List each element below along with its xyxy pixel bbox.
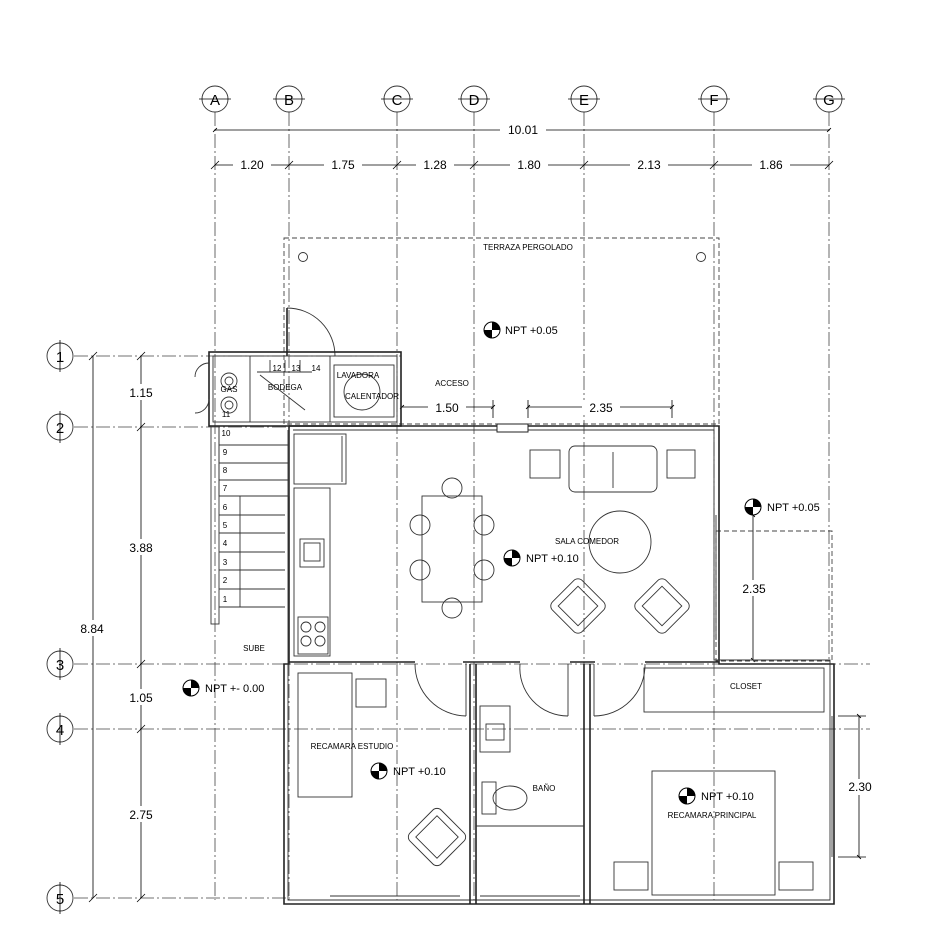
recamara-estudio: RECAMARA ESTUDIO	[297, 672, 467, 867]
svg-text:1: 1	[223, 595, 228, 604]
grid-bubble-4: 4	[46, 713, 74, 745]
dim-col-cd: 1.28	[423, 158, 447, 172]
svg-text:8: 8	[223, 466, 228, 475]
svg-text:C: C	[392, 92, 403, 109]
svg-text:NPT +0.10: NPT +0.10	[526, 553, 579, 565]
svg-text:9: 9	[223, 448, 228, 457]
dim-side-patio: 2.35	[742, 582, 766, 596]
grid-bubble-f: F	[698, 85, 730, 113]
room-label-principal: RECAMARA PRINCIPAL	[668, 811, 757, 820]
level-marker-sala: NPT +0.10	[503, 549, 579, 567]
room-label-bano: BAÑO	[533, 784, 556, 793]
room-label-terraza: TERRAZA PERGOLADO	[483, 243, 573, 252]
svg-text:3: 3	[223, 558, 228, 567]
dim-total-width: 10.01	[508, 123, 538, 137]
svg-text:2: 2	[56, 420, 64, 437]
room-label-sala: SALA COMEDOR	[555, 537, 619, 546]
svg-text:13: 13	[292, 364, 301, 373]
grid-bubble-2: 2	[46, 411, 74, 443]
dim-total-depth: 8.84	[80, 622, 104, 636]
room-label-gas: GAS	[221, 385, 238, 394]
dim-col-ef: 2.13	[637, 158, 661, 172]
dim-col-fg: 1.86	[759, 158, 783, 172]
grid-bubble-5: 5	[46, 882, 74, 914]
dim-row-34: 1.05	[129, 691, 153, 705]
staircase: 1 2 3 4 5 6 7 8 9 10 SUBE	[210, 425, 290, 653]
svg-text:4: 4	[56, 722, 64, 739]
room-label-calentador: CALENTADOR	[345, 392, 399, 401]
level-marker-estudio: NPT +0.10	[370, 762, 446, 780]
grid-bubble-c: C	[381, 85, 413, 113]
terraza-pergolado: TERRAZA PERGOLADO ACCESO	[283, 237, 720, 425]
dim-row-12: 1.15	[129, 386, 153, 400]
room-label-lavadora: LAVADORA	[337, 371, 380, 380]
svg-text:7: 7	[223, 484, 228, 493]
dimensions-left: 8.84 1.15 3.88 1.05 2.75	[76, 351, 160, 903]
room-label-estudio: RECAMARA ESTUDIO	[311, 742, 394, 751]
svg-text:10: 10	[222, 429, 231, 438]
svg-text:D: D	[469, 92, 480, 109]
svg-text:G: G	[823, 92, 835, 109]
dim-row-23: 3.88	[129, 541, 153, 555]
grid-bubbles-rows: 1 2 3 4 5	[46, 340, 74, 914]
svg-text:4: 4	[223, 539, 228, 548]
dim-col-bc: 1.75	[331, 158, 355, 172]
level-marker-principal: NPT +0.10	[678, 787, 754, 805]
stair-label-sube: SUBE	[243, 644, 265, 653]
svg-text:3: 3	[56, 657, 64, 674]
main-walls	[283, 423, 835, 905]
svg-text:NPT +0.05: NPT +0.05	[767, 502, 820, 514]
svg-text:1: 1	[56, 349, 64, 366]
room-label-closet: CLOSET	[730, 682, 762, 691]
grid-bubble-d: D	[458, 85, 490, 113]
level-marker-exterior: NPT +- 0.00	[182, 679, 264, 697]
svg-text:A: A	[210, 92, 220, 109]
bano: BAÑO	[479, 705, 556, 815]
kitchen	[293, 433, 347, 657]
svg-text:E: E	[579, 92, 589, 109]
dim-col-ab: 1.20	[240, 158, 264, 172]
dim-col-de: 1.80	[517, 158, 541, 172]
service-area: GAS BODEGA LAVADORA CALENTADOR 12 13 14 …	[194, 351, 402, 427]
svg-text:NPT +0.10: NPT +0.10	[701, 791, 754, 803]
svg-text:12: 12	[273, 364, 282, 373]
grid-bubble-3: 3	[46, 648, 74, 680]
svg-text:NPT +0.05: NPT +0.05	[505, 325, 558, 337]
svg-text:6: 6	[223, 503, 228, 512]
svg-text:14: 14	[312, 364, 321, 373]
grid-bubble-e: E	[568, 85, 600, 113]
grid-bubble-g: G	[813, 85, 845, 113]
dimensions-top: 10.01 1.20 1.75 1.28 1.80 2.13 1.86	[210, 123, 834, 172]
grid-bubbles-columns: A B C D E F G	[199, 85, 845, 113]
room-label-bodega: BODEGA	[268, 383, 303, 392]
side-patio	[715, 530, 833, 662]
dim-pergola-opening: 2.35	[589, 401, 613, 415]
level-marker-terraza: NPT +0.05	[483, 321, 558, 339]
dim-row-45: 2.75	[129, 808, 153, 822]
grid-bubble-1: 1	[46, 340, 74, 372]
svg-text:NPT +0.10: NPT +0.10	[393, 766, 446, 778]
dim-acceso: 1.50	[435, 401, 459, 415]
grid-bubble-a: A	[199, 85, 231, 113]
sala-comedor: SALA COMEDOR	[409, 445, 696, 634]
svg-text:5: 5	[223, 521, 228, 530]
grid-bubble-b: B	[273, 85, 305, 113]
svg-text:11: 11	[222, 410, 231, 419]
recamara-principal: CLOSET RECAMARA PRINCIPAL	[613, 667, 825, 896]
dim-closet-wall: 2.30	[848, 780, 872, 794]
level-marker-side: NPT +0.05	[744, 498, 820, 516]
svg-text:2: 2	[223, 576, 228, 585]
room-label-acceso: ACCESO	[435, 379, 469, 388]
svg-text:NPT +- 0.00: NPT +- 0.00	[205, 683, 264, 695]
svg-text:B: B	[284, 92, 294, 109]
svg-text:5: 5	[56, 891, 64, 908]
dimensions-interior: 1.50 2.35 2.35 2.30	[399, 400, 878, 860]
svg-text:F: F	[709, 92, 718, 109]
